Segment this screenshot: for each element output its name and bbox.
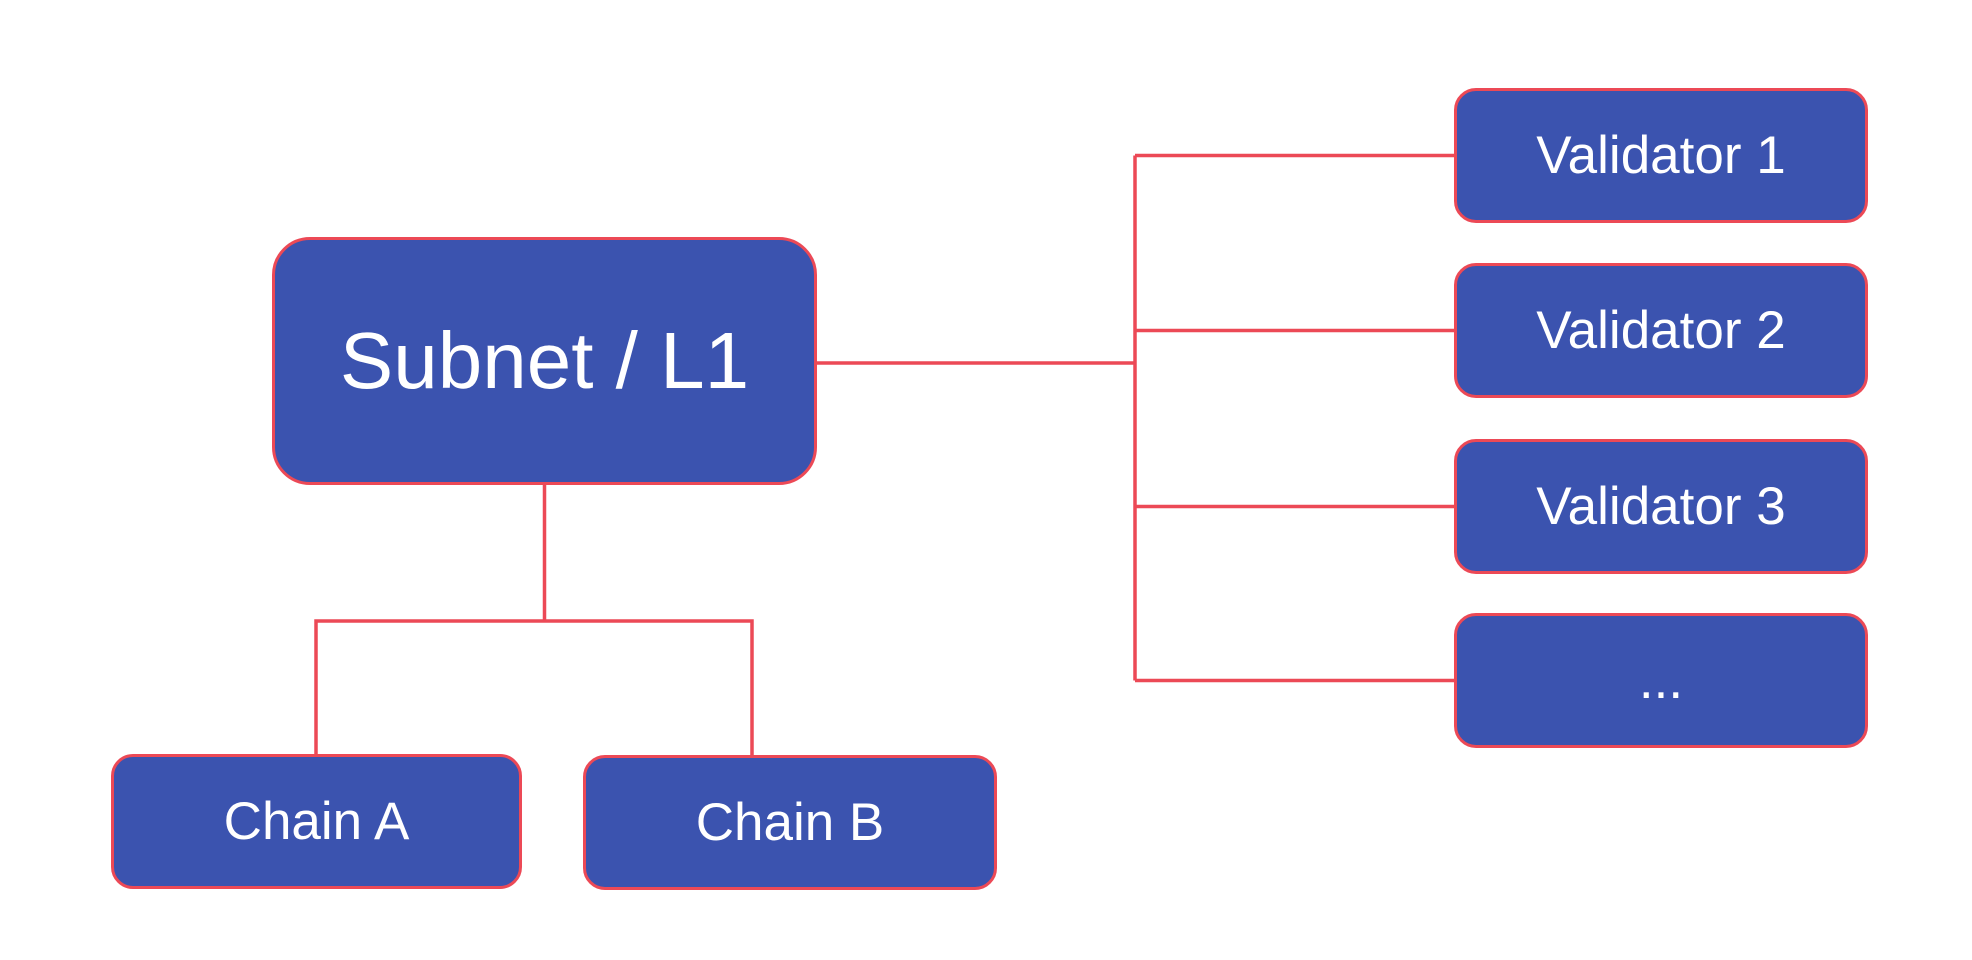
chain-a-label: Chain A [223, 792, 410, 851]
subnet-label: Subnet / L1 [339, 316, 750, 405]
validator-1-label: Validator 1 [1536, 126, 1786, 185]
validator-ellipsis-label: ... [1638, 651, 1684, 710]
validator-ellipsis-node: ... [1454, 613, 1868, 748]
validator-2-label: Validator 2 [1536, 301, 1786, 360]
connector-chain-split [314, 619, 754, 755]
validator-3-label: Validator 3 [1536, 477, 1786, 536]
chain-b-node: Chain B [583, 755, 997, 890]
subnet-node: Subnet / L1 [272, 237, 817, 485]
validator-1-node: Validator 1 [1454, 88, 1868, 223]
validator-2-node: Validator 2 [1454, 263, 1868, 398]
chain-b-label: Chain B [695, 793, 885, 852]
validator-3-node: Validator 3 [1454, 439, 1868, 574]
chain-a-node: Chain A [111, 754, 522, 889]
